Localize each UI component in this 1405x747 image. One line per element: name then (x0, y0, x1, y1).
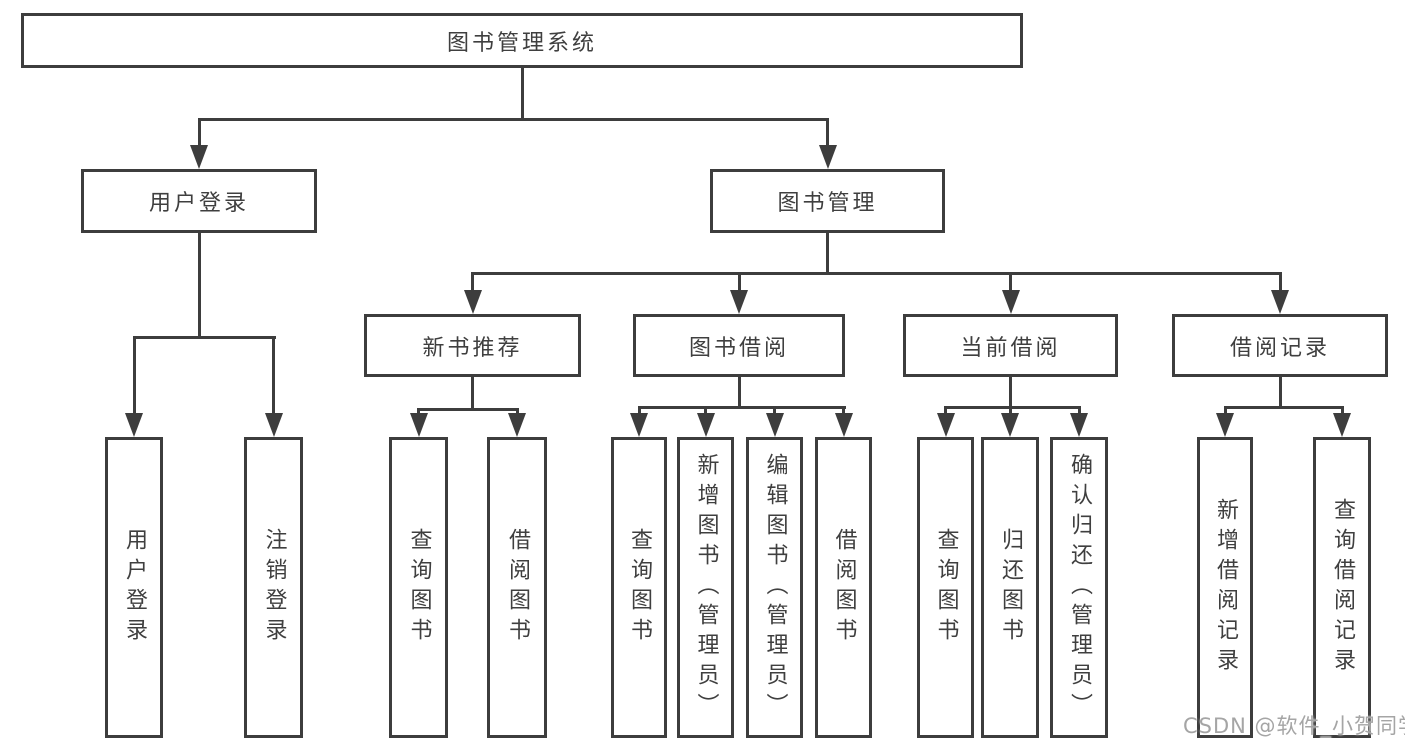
leaf-nb-query-books: 查询图书 (389, 437, 448, 738)
leaf-bb-add-book-admin: 新增图书（管理员） (677, 437, 734, 738)
leaf-br-query-record: 查询借阅记录 (1313, 437, 1371, 738)
node-borrow-records: 借阅记录 (1172, 314, 1388, 377)
arrowhead-user-login (190, 145, 208, 169)
leaf-logout: 注销登录 (244, 437, 303, 738)
node-user-login: 用户登录 (81, 169, 317, 233)
connector-borrow-drop-2 (704, 406, 707, 415)
arrowhead-cb-confirm (1070, 413, 1088, 437)
arrowhead-nb-borrow (508, 413, 526, 437)
leaf-nb-borrow-books: 借阅图书 (487, 437, 547, 738)
leaf-bb-query-books: 查询图书 (611, 437, 667, 738)
connector-bookmgmt-drop-2 (737, 272, 741, 292)
arrowhead-book-borrow (730, 290, 748, 314)
connector-root-bar (197, 118, 829, 121)
connector-borrow-drop-1 (637, 406, 641, 415)
leaf-bb-borrow-books: 借阅图书 (815, 437, 872, 738)
arrowhead-br-query (1333, 413, 1351, 437)
arrowhead-br-add (1216, 413, 1234, 437)
leaf-cb-return-book: 归还图书 (981, 437, 1039, 738)
arrowhead-leaf-user-login (125, 413, 143, 437)
connector-bookmgmt-stem (826, 233, 829, 272)
node-book-borrow: 图书借阅 (633, 314, 845, 377)
connector-borrow-bar (637, 406, 846, 409)
arrowhead-new-book-recommend (463, 290, 482, 314)
connector-newbook-drop-2 (515, 408, 519, 416)
arrowhead-bb-add (696, 413, 715, 437)
connector-current-stem (1009, 377, 1012, 406)
csdn-watermark: CSDN @软件_小贺同学 (1183, 714, 1405, 738)
connector-borrow-stem (737, 377, 741, 406)
connector-userlogin-bar (132, 336, 276, 339)
connector-current-drop-2 (1008, 406, 1012, 415)
connector-records-stem (1278, 377, 1282, 406)
arrowhead-bb-borrow (834, 413, 853, 437)
arrowhead-book-management (818, 145, 837, 169)
connector-records-bar (1223, 406, 1344, 409)
leaf-cb-query-books: 查询图书 (917, 437, 974, 738)
connector-bookmgmt-drop-4 (1278, 272, 1282, 292)
connector-userlogin-stem (197, 233, 201, 336)
connector-bookmgmt-bar (471, 272, 1281, 275)
connector-root-stem (520, 68, 524, 118)
leaf-br-add-record: 新增借阅记录 (1197, 437, 1253, 738)
connector-current-drop-1 (944, 406, 947, 415)
connector-userlogin-drop-2 (272, 336, 275, 415)
leaf-user-login: 用户登录 (105, 437, 163, 738)
arrowhead-nb-query (409, 413, 428, 437)
leaf-cb-confirm-return-admin: 确认归还（管理员） (1050, 437, 1108, 738)
connector-borrow-drop-3 (773, 406, 776, 415)
leaf-bb-edit-book-admin: 编辑图书（管理员） (746, 437, 803, 738)
arrowhead-borrow-records (1271, 290, 1289, 314)
connector-root-drop-left (197, 118, 201, 147)
connector-records-drop-2 (1340, 406, 1344, 415)
connector-newbook-stem (471, 377, 474, 408)
arrowhead-leaf-logout (264, 413, 283, 437)
arrowhead-cb-return (1001, 413, 1019, 437)
connector-bookmgmt-drop-1 (471, 272, 474, 292)
arrowhead-current-borrow (1001, 290, 1020, 314)
connector-borrow-drop-4 (842, 406, 845, 415)
connector-bookmgmt-drop-3 (1009, 272, 1012, 292)
connector-records-drop-1 (1223, 406, 1227, 415)
connector-root-drop-right (826, 118, 829, 147)
arrowhead-bb-query (630, 413, 648, 437)
node-library-management-system: 图书管理系统 (21, 13, 1023, 68)
arrowhead-cb-query (936, 413, 955, 437)
connector-current-bar (944, 406, 1081, 409)
connector-current-drop-3 (1077, 406, 1081, 415)
connector-newbook-bar (417, 408, 519, 411)
connector-newbook-drop-1 (417, 408, 420, 416)
arrowhead-bb-edit (765, 413, 784, 437)
node-book-management: 图书管理 (710, 169, 945, 233)
node-new-book-recommend: 新书推荐 (364, 314, 581, 377)
node-current-borrow: 当前借阅 (903, 314, 1118, 377)
connector-userlogin-drop-1 (132, 336, 136, 415)
